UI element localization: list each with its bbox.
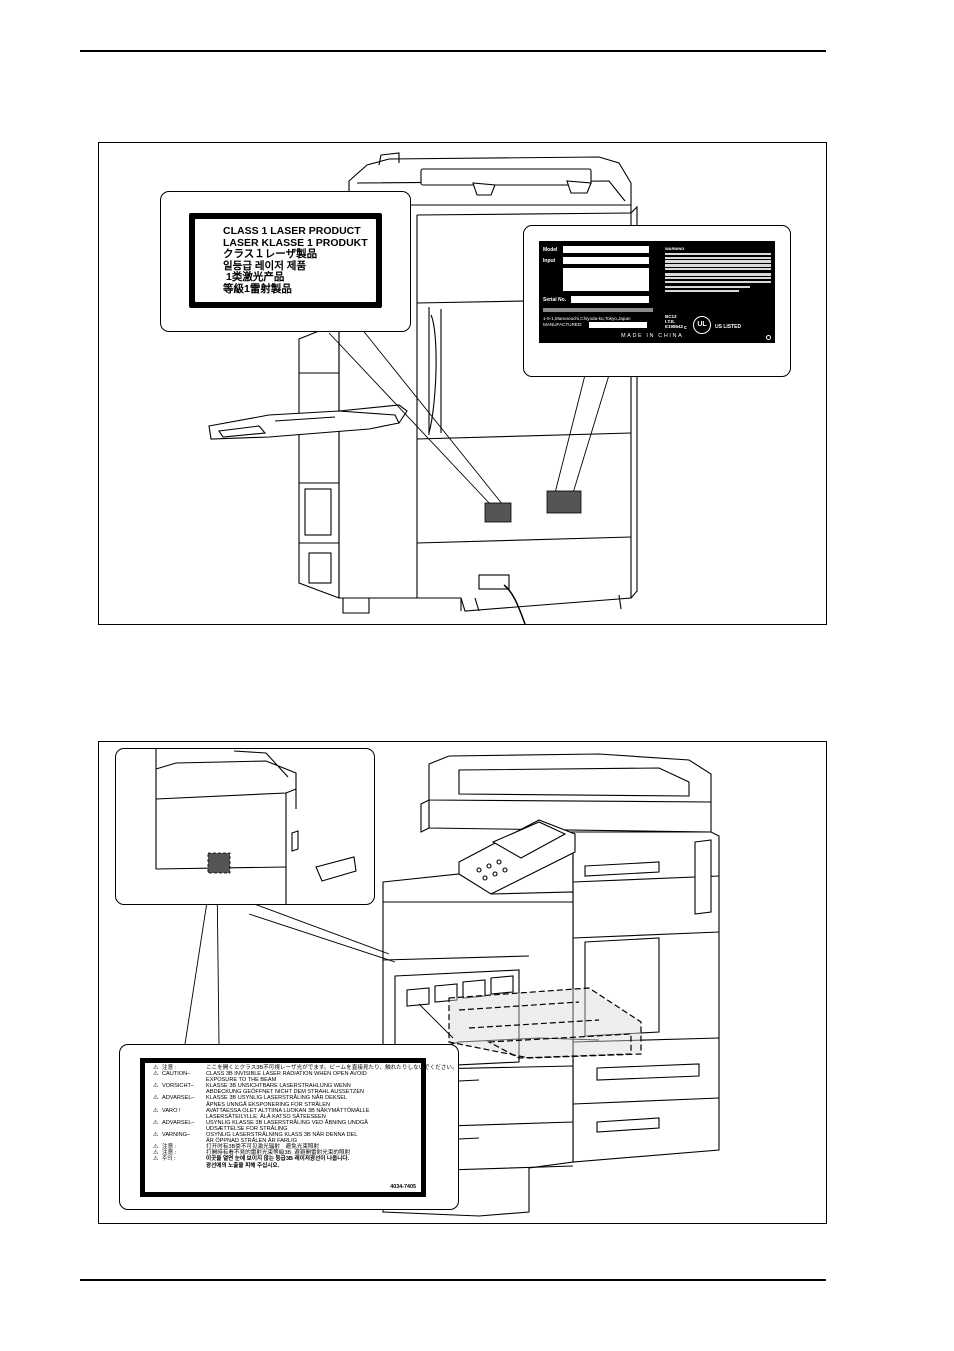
laser-label-line: 일등급 레이저 제품: [223, 259, 307, 272]
rating-plate-position-marker: [546, 490, 582, 514]
caution-row-continued: 광선에의 노출을 피해 주십시오.: [153, 1163, 417, 1169]
warning-triangle-icon: ⚠: [153, 1065, 159, 1071]
caution-row-text: AVATTAESSA OLET ALTTIINA LUOKAN 3B NÄKYM…: [206, 1107, 370, 1114]
caution-row-key: 注意 :: [162, 1144, 177, 1151]
caution-row-continued: LASERSÄTEILYLLE. ÄLÄ KATSO SÄTEESEEN: [153, 1114, 417, 1120]
caution-row-text: CLASS 3B INVISIBLE LASER RADIATION WHEN …: [206, 1071, 367, 1078]
input-field-label: Input: [543, 258, 556, 264]
manufactured-label: MANUFACTURED:: [543, 322, 583, 327]
caution-row-key: VORSICHT–: [162, 1083, 195, 1090]
caution-row-text: ここを開くとクラス3B不可視レーザ光がでます。ビームを直接見たり、触れたりしない…: [206, 1065, 458, 1071]
serial-field-box: [571, 296, 649, 303]
caution-row-text: ÄR ÖPPNAD STRÅLEN ÄR FARLIG: [206, 1138, 298, 1145]
printer-front-illustration: [184, 753, 720, 1217]
caution-row: ⚠VORSICHT– KLASSE 3B UNSICHTBARE LASERSTR…: [153, 1083, 417, 1089]
warning-triangle-icon: ⚠: [153, 1119, 159, 1126]
manufactured-date-box: [589, 322, 647, 328]
code-line: E198642: [665, 324, 684, 330]
model-field-box: [563, 246, 649, 253]
caution-row-continued: ÄR ÖPPNAD STRÅLEN ÄR FARLIG: [153, 1138, 417, 1144]
laser-class-label-callout: CLASS 1 LASER PRODUCT LASER KLASSE 1 PRO…: [160, 191, 411, 332]
caution-row: ⚠주의 : 이곳을 열면 눈에 보이지 않는 등급3B 레이저광선이 나옵니다.: [153, 1156, 417, 1162]
caution-row-continued: ABDECKUNG GEÖFFNET NICHT DEM STRAHL AUSS…: [153, 1089, 417, 1095]
ul-listed-text: US LISTED: [715, 324, 742, 330]
laser-class-label: CLASS 1 LASER PRODUCT LASER KLASSE 1 PRO…: [189, 213, 382, 308]
warning-triangle-icon: ⚠: [153, 1150, 159, 1157]
caution-label-position-marker: [207, 852, 231, 874]
caution-row-text: KLASSE 3B UNSICHTBARE LASERSTRAHLUNG WEN…: [206, 1083, 351, 1090]
caution-row: ⚠ADVARSEL– USYNLIG KLASSE 3B LASERSTRÅLIN…: [153, 1120, 417, 1126]
caution-row-text: KLASSE 3B USYNLIG LASERSTRÅLING NÅR DEKS…: [206, 1095, 348, 1102]
warning-triangle-icon: ⚠: [153, 1132, 159, 1139]
laser-label-line: CLASS 1 LASER PRODUCT: [223, 225, 361, 237]
laser-label-position-marker: [484, 502, 512, 523]
laser-label-line: クラス１レーザ製品: [223, 248, 318, 261]
footer-rule: [80, 1279, 826, 1281]
registered-mark-icon: [766, 335, 771, 340]
caution-row-key: 注意 :: [162, 1065, 177, 1071]
caution-row-text: 이곳을 열면 눈에 보이지 않는 등급3B 레이저광선이 나옵니다.: [206, 1156, 350, 1163]
ul-logo-icon: UL: [693, 316, 711, 334]
warning-triangle-icon: ⚠: [153, 1107, 159, 1114]
caution-row-text: ÅPNES UNNGÅ EKSPONERING FOR STRÅLEN: [206, 1101, 331, 1108]
ul-c-mark: c: [684, 325, 687, 331]
caution-row-continued: EXPOSURE TO THE BEAM: [153, 1077, 417, 1083]
caution-row-text: ABDECKUNG GEÖFFNET NICHT DEM STRAHL AUSS…: [206, 1089, 365, 1096]
figure-caution-label-front: ⚠注意 :ここを開くとクラス3B不可視レーザ光がでます。ビームを直接見たり、触れ…: [98, 741, 827, 1224]
caution-row-text: EXPOSURE TO THE BEAM: [206, 1077, 277, 1084]
caution-row: ⚠注意 : 打开时有3B类不可见激光辐射 避免光束照射: [153, 1144, 417, 1150]
code-line: I.T.E.: [665, 319, 676, 325]
caution-row-text: 광선에의 노출을 피해 주십시오.: [206, 1162, 280, 1169]
caution-row-text: OSYNLIG LASERSTRÅLNING KLASS 3B NÄR DENN…: [206, 1132, 358, 1139]
caution-row-key: ADVARSEL–: [162, 1095, 195, 1102]
made-in-text: MADE IN CHINA: [621, 333, 684, 339]
caution-label-callout: ⚠注意 :ここを開くとクラス3B不可視レーザ光がでます。ビームを直接見たり、触れ…: [119, 1044, 459, 1210]
manufacturer-name-strip: [543, 308, 653, 312]
caution-row-text: 打开时有3B类不可见激光辐射 避免光束照射: [206, 1144, 320, 1151]
header-rule: [80, 50, 826, 52]
caution-row: ⚠ADVARSEL– KLASSE 3B USYNLIG LASERSTRÅLIN…: [153, 1095, 417, 1101]
warning-triangle-icon: ⚠: [153, 1156, 159, 1163]
code-line: BC13: [665, 314, 677, 319]
warning-triangle-icon: ⚠: [153, 1095, 159, 1102]
warning-triangle-icon: ⚠: [153, 1144, 159, 1151]
input-field-box-large: [563, 268, 649, 291]
caution-row-continued: UDSÆTTELSE FOR STRÅLING: [153, 1126, 417, 1132]
caution-row-key: ADVARSEL–: [162, 1119, 195, 1126]
caution-row-key: 注意 :: [162, 1150, 177, 1157]
figure-laser-labels-rear: CLASS 1 LASER PRODUCT LASER KLASSE 1 PRO…: [98, 142, 827, 625]
zoomed-body-detail: [155, 749, 357, 904]
serial-field-label: Serial No.: [543, 297, 567, 303]
caution-row: ⚠CAUTION– CLASS 3B INVISIBLE LASER RADIAT…: [153, 1071, 417, 1077]
laser-label-line: LASER KLASSE 1 PRODUKT: [223, 236, 368, 249]
caution-row: ⚠VARO ! AVATTAESSA OLET ALTTIINA LUOKAN 3…: [153, 1108, 417, 1114]
warning-triangle-icon: ⚠: [153, 1083, 159, 1090]
laser-label-line: 1类激光产品: [226, 271, 285, 284]
caution-row-key: 주의 :: [162, 1156, 176, 1163]
caution-row-key: VARO !: [162, 1107, 181, 1114]
caution-row-key: CAUTION–: [162, 1071, 191, 1078]
caution-row-text: USYNLIG KLASSE 3B LASERSTRÅLING VED ÅBNI…: [206, 1119, 368, 1126]
caution-row-key: VARNING–: [162, 1132, 191, 1139]
caution-label: ⚠注意 :ここを開くとクラス3B不可視レーザ光がでます。ビームを直接見たり、触れ…: [140, 1058, 458, 1197]
label-part-code: 4034-7405: [390, 1184, 416, 1190]
warning-title: WARNING: [665, 246, 685, 251]
caution-row: ⚠VARNING– OSYNLIG LASERSTRÅLNING KLASS 3B…: [153, 1132, 417, 1138]
model-field-label: Model: [543, 247, 558, 253]
fcc-warning-block: WARNING: [665, 246, 771, 293]
caution-row-continued: ÅPNES UNNGÅ EKSPONERING FOR STRÅLEN: [153, 1102, 417, 1108]
manufacturer-address: 1-6-1,Marunouchi,Chiyoda-ku,Tokyo,Japan: [543, 316, 631, 321]
certification-codes: BC13 I.T.E. E198642: [665, 314, 683, 330]
warning-triangle-icon: ⚠: [153, 1071, 159, 1078]
laser-label-line: 等級1雷射製品: [223, 282, 292, 295]
caution-row: ⚠注意 : 打開時有看不見的雷射光束等級3B, 避避開雷射光束的照射: [153, 1150, 417, 1156]
label-location-zoom-callout: [115, 748, 375, 905]
caution-row-text: 打開時有看不見的雷射光束等級3B, 避避開雷射光束的照射: [206, 1150, 351, 1157]
rating-plate: Model Input Serial No. 1-6-1,Marunouchi,…: [539, 241, 775, 343]
caution-row-text: LASERSÄTEILYLLE. ÄLÄ KATSO SÄTEESEEN: [206, 1113, 326, 1120]
input-field-box: [563, 257, 649, 264]
rating-plate-callout: Model Input Serial No. 1-6-1,Marunouchi,…: [523, 225, 791, 377]
caution-row: ⚠注意 : ここを開くとクラス3B不可視レーザ光がでます。ビームを直接見たり、触れ…: [153, 1065, 458, 1071]
caution-row-text: UDSÆTTELSE FOR STRÅLING: [206, 1125, 288, 1132]
